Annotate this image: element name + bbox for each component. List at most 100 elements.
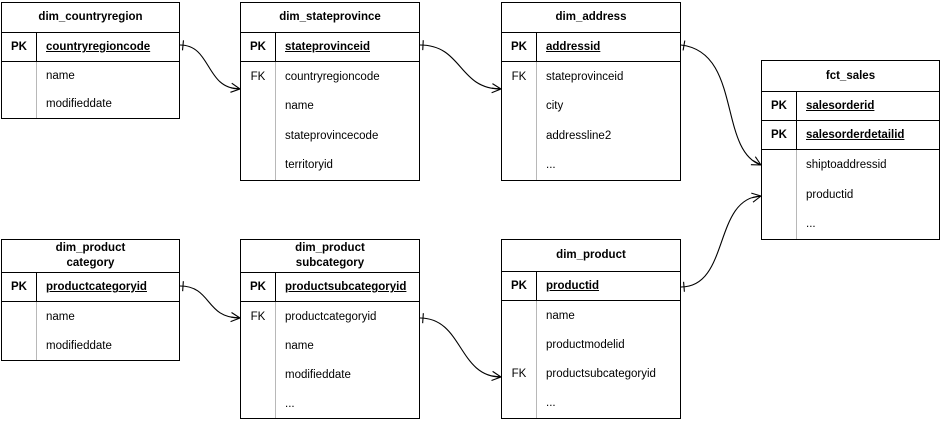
attribute-name: ... [546, 397, 556, 410]
attribute-key-label [502, 92, 536, 122]
attribute-name: stateprovinceid [546, 70, 624, 83]
attribute-row[interactable]: PK salesorderid [762, 92, 939, 121]
relationship-productcategory-to-productsubcategory[interactable] [179, 281, 241, 323]
attribute-key-label: FK [511, 70, 527, 83]
attribute-name: productcategoryid [285, 310, 377, 323]
attribute-key-label [502, 301, 536, 330]
relationship-line [680, 195, 762, 288]
attribute-name: addressid [546, 41, 601, 53]
attribute-name: shiptoaddressid [806, 158, 887, 171]
entity-title: dim_address [502, 3, 680, 33]
attribute-name: stateprovinceid [285, 41, 370, 53]
cardinality-many-marker [491, 83, 502, 94]
key-column: FK [502, 62, 537, 180]
attribute-name: productid [806, 188, 854, 201]
key-column [2, 62, 37, 118]
attribute-key-label [241, 121, 275, 151]
attribute-name: salesorderid [806, 100, 875, 112]
entity-title: dim_product subcategory [241, 240, 419, 273]
attribute-name: countryregioncode [46, 41, 151, 53]
attribute-row[interactable]: PK productid [502, 272, 680, 301]
attribute-key-label: PK [2, 33, 37, 61]
attribute-name: territoryid [285, 159, 333, 172]
attribute-key-label [241, 331, 275, 360]
key-column [762, 150, 797, 239]
attribute-key-label: PK [762, 92, 797, 120]
attribute-name: ... [285, 397, 295, 410]
cardinality-many-marker [751, 192, 762, 203]
attribute-row[interactable]: PK addressid [502, 33, 680, 62]
relationship-countryregion-to-stateprovince[interactable] [179, 40, 241, 93]
attribute-key-label: PK [502, 33, 537, 61]
attribute-key-label: FK [511, 368, 527, 381]
attribute-name: modifieddate [285, 368, 351, 381]
attribute-key-label [2, 90, 36, 118]
attribute-key-label: PK [2, 273, 37, 301]
attribute-key-label: PK [241, 33, 276, 61]
attribute-key-label: PK [762, 121, 797, 149]
cardinality-one-marker [182, 281, 184, 292]
relationship-productsubcategory-to-product[interactable] [419, 313, 502, 382]
attribute-name: name [46, 70, 75, 82]
attribute-name: productcategoryid [46, 281, 147, 293]
cardinality-one-marker [682, 40, 686, 51]
attribute-name: name [46, 310, 75, 323]
relationship-line [419, 44, 502, 90]
attribute-key-label [2, 302, 36, 331]
relationship-line [179, 44, 241, 90]
attribute-key-label [241, 360, 275, 389]
attribute-key-label [241, 389, 275, 418]
attribute-key-label: PK [502, 272, 537, 300]
attribute-key-label [502, 121, 536, 151]
attribute-row[interactable]: PK productcategoryid [2, 273, 179, 302]
attribute-name: modifieddate [46, 98, 112, 110]
attribute-key-label [241, 92, 275, 122]
key-column: FK [241, 302, 276, 418]
entity-title: fct_sales [762, 61, 939, 92]
cardinality-many-marker [491, 370, 502, 382]
attribute-name: productsubcategoryid [285, 281, 407, 293]
entity-title: dim_stateprovince [241, 3, 419, 33]
attribute-key-label [762, 209, 796, 239]
attribute-name: name [285, 100, 314, 113]
cardinality-one-marker [181, 40, 185, 51]
attribute-name: productsubcategoryid [546, 368, 656, 381]
attribute-name: name [546, 309, 575, 322]
attribute-row[interactable]: PK stateprovinceid [241, 33, 419, 62]
attribute-key-label [502, 151, 536, 181]
attribute-key-label [241, 151, 275, 181]
attribute-name: productid [546, 280, 600, 292]
relationship-line [680, 44, 762, 166]
attribute-key-label [502, 389, 536, 418]
relationship-stateprovince-to-address[interactable] [419, 40, 502, 94]
attribute-key-label [2, 62, 36, 90]
attribute-key-label [762, 180, 796, 210]
cardinality-many-marker [230, 312, 241, 323]
cardinality-one-marker [422, 40, 424, 51]
key-column [2, 302, 37, 360]
relationship-address-to-fctsales[interactable] [680, 40, 762, 166]
relationship-product-to-fctsales[interactable] [680, 192, 762, 292]
attribute-row[interactable]: PK countryregioncode [2, 33, 179, 62]
cardinality-one-marker [422, 313, 424, 324]
attribute-name: countryregioncode [285, 70, 380, 83]
